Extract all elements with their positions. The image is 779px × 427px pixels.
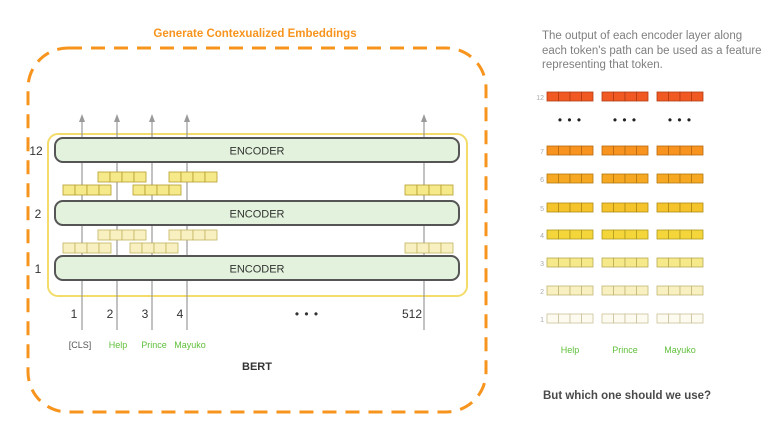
feature-row-1 [546, 313, 704, 324]
encoder-layer-1: ENCODER [54, 255, 460, 281]
feature-token-help: Help [561, 345, 580, 355]
bert-label: BERT [242, 361, 272, 373]
feature-ellipses: • • • • • • • • • [558, 113, 692, 127]
upper-embedding-vectors [62, 171, 454, 196]
feature-layer-2: 2 [540, 289, 544, 296]
feature-layer-5: 5 [540, 206, 544, 213]
layer-number-1: 1 [35, 262, 42, 276]
feature-layer-6: 6 [540, 177, 544, 184]
layer-number-2: 2 [35, 207, 42, 221]
feature-layer-3: 3 [540, 261, 544, 268]
feature-layer-4: 4 [540, 233, 544, 240]
feature-row-2 [546, 285, 704, 296]
diagram-title: Generate Contexualized Embeddings [153, 28, 356, 40]
feature-ellipsis-help: • • • [558, 113, 582, 127]
position-labels: 1 2 3 4 • • • 512 [71, 307, 423, 321]
position-1: 1 [71, 307, 78, 321]
feature-token-labels: Help Prince Mayuko [561, 345, 696, 355]
position-512: 512 [402, 307, 422, 321]
feature-row-3 [546, 257, 704, 268]
position-2: 2 [107, 307, 114, 321]
position-4: 4 [177, 307, 184, 321]
encoder-2-label: ENCODER [229, 209, 284, 221]
dashed-frame [26, 46, 488, 414]
feature-layer-12: 12 [536, 95, 544, 102]
layer-feature-grid [546, 91, 704, 324]
feature-token-mayuko: Mayuko [664, 345, 696, 355]
encoder-layer-2: ENCODER [54, 200, 460, 226]
feature-row-5 [546, 202, 704, 213]
token-help: Help [109, 340, 128, 350]
encoder-stack-highlight [47, 133, 468, 297]
feature-token-prince: Prince [612, 345, 638, 355]
description-text: The output of each encoder layer along e… [542, 30, 762, 71]
feature-layer-1: 1 [540, 317, 544, 324]
feature-row-4 [546, 229, 704, 240]
question-text: But which one should we use? [543, 390, 712, 402]
encoder-layer-12: ENCODER [54, 137, 460, 163]
lower-embedding-vectors [62, 229, 454, 254]
encoder-12-label: ENCODER [229, 146, 284, 158]
token-mayuko: Mayuko [174, 340, 206, 350]
feature-ellipsis-mayuko: • • • [668, 113, 692, 127]
input-tokens: [CLS] Help Prince Mayuko [69, 340, 206, 350]
feature-layer-numbers: 12 7 6 5 4 3 2 1 [536, 95, 544, 324]
feature-row-6 [546, 173, 704, 184]
encoder-1-label: ENCODER [229, 264, 284, 276]
position-ellipsis: • • • [295, 307, 319, 321]
token-cls: [CLS] [69, 340, 92, 350]
feature-layer-7: 7 [540, 149, 544, 156]
layer-number-12: 12 [29, 144, 43, 158]
position-3: 3 [142, 307, 149, 321]
feature-row-12 [546, 91, 704, 102]
token-prince: Prince [141, 340, 167, 350]
feature-row-7 [546, 145, 704, 156]
feature-ellipsis-prince: • • • [613, 113, 637, 127]
